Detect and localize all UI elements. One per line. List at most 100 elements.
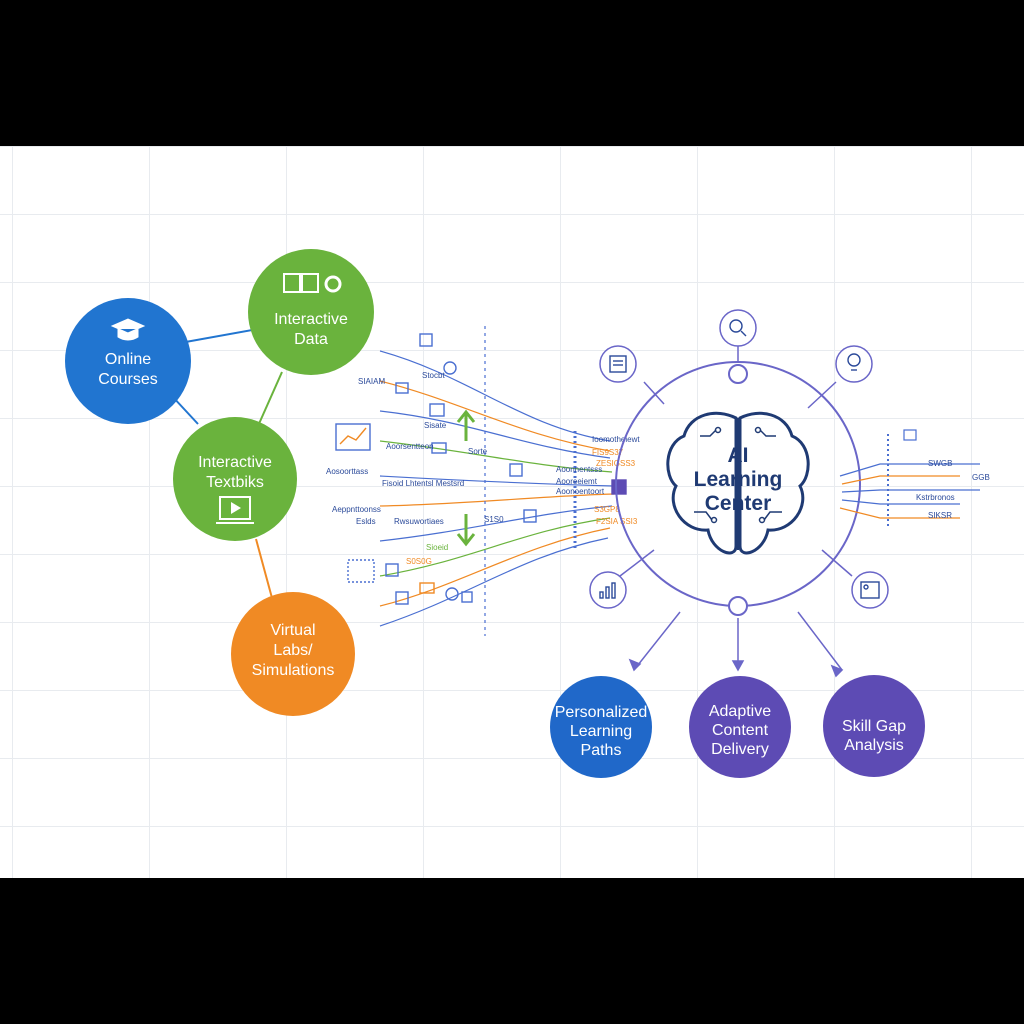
circuit-trace (763, 511, 782, 521)
node-label: Interactive (198, 454, 272, 471)
arrowhead (628, 658, 642, 672)
circuit-trace (759, 429, 776, 437)
letterbox-bottom (0, 878, 1024, 1024)
node-label: Personalized (555, 704, 648, 721)
bulb-glyph (847, 353, 861, 367)
spoke (797, 611, 843, 671)
node-label: Delivery (711, 741, 769, 758)
arrowhead (830, 664, 844, 678)
mini-icon (419, 333, 433, 347)
node-label: Virtual (270, 622, 315, 639)
bar-glyph (605, 586, 610, 599)
stream-label: Rwsuwortiaes (394, 517, 444, 526)
node-personalized-learning-paths[interactable]: Personalized Learning Paths (550, 676, 652, 778)
right-label: GGB (972, 473, 990, 482)
up-arrow-icon (456, 409, 476, 441)
node-interactive-data[interactable]: Interactive Data (248, 249, 374, 375)
node-label: Analysis (844, 737, 904, 754)
spoke (807, 381, 837, 409)
node-label: Learning (570, 723, 632, 740)
mini-icon (443, 361, 457, 375)
circuit-node (710, 516, 718, 524)
node-label: Content (712, 722, 769, 739)
stream-line (379, 475, 615, 487)
stream-label: Fisoid Lhtentsl Mestsrd (382, 479, 464, 488)
stream-arrows (456, 409, 476, 547)
stream-label: Aeppnttoonss (332, 505, 381, 514)
document-glyph (609, 355, 627, 373)
stream-line (379, 517, 611, 577)
hub-ring-dot (728, 364, 748, 384)
stream-label: Sorte (468, 447, 488, 456)
magnifier-glyph (740, 330, 747, 337)
node-label: Labs/ (273, 642, 313, 659)
stream-line (379, 493, 615, 507)
connector-textbooks-labs (255, 538, 273, 599)
node-circle (823, 675, 925, 777)
node-label: Interactive (274, 311, 348, 328)
node-online-courses[interactable]: Online Courses (65, 298, 191, 424)
node-interactive-textbooks[interactable]: Interactive Textbiks (173, 417, 297, 541)
node-label: Textbiks (206, 474, 264, 491)
open-book-icon (283, 273, 319, 293)
brain-right-lobe (738, 411, 810, 555)
stream-code: FIS9S37 (592, 448, 624, 457)
mini-icon (611, 479, 627, 495)
node-label: Data (294, 331, 328, 348)
input-line (839, 507, 960, 519)
spoke (821, 549, 853, 577)
search-doc-icon (719, 309, 757, 347)
input-line (839, 463, 980, 477)
node-virtual-labs[interactable]: Virtual Labs/ Simulations (231, 592, 355, 716)
stream-label: S0S0G (406, 557, 432, 566)
stream-code: S3GP8 (594, 505, 620, 514)
spoke (643, 381, 665, 405)
connector-online-data (179, 328, 259, 344)
bar-chart-icon (589, 571, 627, 609)
letterbox-top (0, 0, 1024, 146)
connector-data-textbooks (257, 371, 283, 427)
stream-labels: SIAIAM Stocbt Sisate Aosoorttass Aoorsen… (326, 371, 640, 566)
mini-icon (419, 582, 435, 594)
input-line (841, 499, 960, 505)
node-circle (65, 298, 191, 424)
node-label: Courses (98, 371, 158, 388)
node-circle (231, 592, 355, 716)
stream-label: SIAIAM (358, 377, 385, 386)
stream-line (379, 527, 611, 607)
mini-icon (395, 591, 409, 605)
chart-mini-icon (335, 423, 371, 451)
stream-line (379, 537, 609, 627)
satellite-glyphs (599, 319, 880, 599)
spoke (633, 611, 681, 671)
hub-spokes (619, 342, 853, 678)
gallery-icon (851, 571, 889, 609)
node-circle (248, 249, 374, 375)
stream-label: S1S0 (484, 515, 504, 524)
node-skill-gap-analysis[interactable]: Skill Gap Analysis (823, 675, 925, 777)
brain-icon (666, 411, 810, 555)
right-inputs (839, 429, 980, 526)
down-arrow-icon (456, 514, 476, 547)
node-label: Paths (581, 742, 622, 759)
gallery-glyph (863, 584, 869, 590)
mini-icon (903, 429, 917, 441)
node-adaptive-content-delivery[interactable]: Adaptive Content Delivery (689, 676, 791, 778)
stream-line (379, 440, 613, 473)
stream-label: Eslds (356, 517, 376, 526)
mini-icon (509, 463, 523, 477)
mini-icon (431, 442, 447, 454)
spoke (619, 549, 655, 577)
stream-label: Aoorsentteon (386, 442, 434, 451)
lightbulb-icon (835, 345, 873, 383)
chart-mini-icon (339, 427, 367, 445)
stream-label: Aoonoentoort (556, 487, 605, 496)
node-circle (689, 676, 791, 778)
mini-icon (385, 563, 399, 577)
node-label: Simulations (252, 662, 335, 679)
input-line (841, 475, 960, 485)
hub-title-line1: AI (728, 444, 749, 467)
hub-title-line3: Center (705, 492, 772, 515)
stream-label: Sisate (424, 421, 447, 430)
bar-glyph (599, 591, 604, 599)
